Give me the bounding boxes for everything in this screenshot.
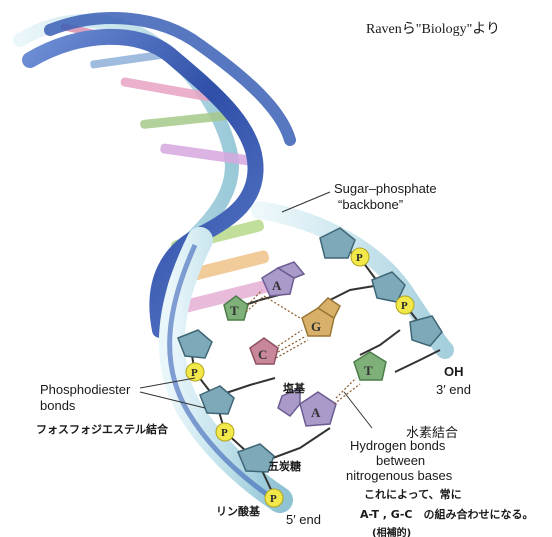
oh-label: OH xyxy=(444,364,464,379)
base-a-bottom-label: A xyxy=(311,405,321,420)
complementary-label: (相補的) xyxy=(372,528,412,537)
source-note: Ravenら"Biology"より xyxy=(366,22,501,37)
base-t-top-label: T xyxy=(230,303,239,318)
phosphate-jp-label: リン酸基 xyxy=(216,505,260,518)
base-guanine xyxy=(301,307,335,337)
three-prime-end-label: 3′ end xyxy=(436,382,471,397)
pairing-rule: A-T , G-C の組み合わせになる。 xyxy=(360,508,534,521)
base-cytosine xyxy=(249,337,279,365)
base-thymine-right xyxy=(353,351,387,381)
sugar-jp-label: 五炭糖 xyxy=(268,460,301,473)
phosphate-groups: P P P P P xyxy=(185,247,415,508)
backbone-label-line1: Sugar–phosphate xyxy=(334,181,437,196)
base-g-label: G xyxy=(311,319,321,334)
nitrogenous-bases: T A G C T A xyxy=(223,261,387,427)
five-prime-end-label: 5′ end xyxy=(286,512,321,527)
phosphate-2 xyxy=(395,295,415,315)
base-a-top-label: A xyxy=(272,278,282,293)
phosphodiester-jp-label: フォスフォジエステル結合 xyxy=(36,423,168,436)
sugar-groups xyxy=(177,227,443,473)
hydrogen-bond-label-line2: between xyxy=(376,453,426,468)
phosphodiester-label-line2: bonds xyxy=(40,398,76,413)
pairing-note: これによって、常に xyxy=(364,488,462,501)
base-t-right-label: T xyxy=(364,363,373,378)
phosphodiester-label-line1: Phosphodiester xyxy=(40,382,131,397)
hydrogen-bond-lines xyxy=(245,289,361,405)
phosphate-3 xyxy=(185,362,205,382)
phosphate-5-label: P xyxy=(270,493,277,505)
base-jp-label: 塩基 xyxy=(283,382,305,395)
base-adenine-bottom xyxy=(299,391,337,427)
phosphate-4 xyxy=(215,422,235,442)
phosphate-3-label: P xyxy=(191,367,198,379)
hydrogen-bond-label-line3: nitrogenous bases xyxy=(346,468,453,483)
base-thymine-top xyxy=(223,295,249,321)
base-c-label: C xyxy=(258,347,267,362)
phosphate-5 xyxy=(264,488,284,508)
phosphate-1 xyxy=(350,247,370,267)
phosphate-4-label: P xyxy=(221,427,228,439)
backbone-label-line2: “backbone” xyxy=(338,197,404,212)
phosphate-2-label: P xyxy=(401,300,408,312)
helix-base-pairs xyxy=(60,23,279,316)
hydrogen-bond-jp-label: 水素結合 xyxy=(406,426,459,441)
helix-front-strand xyxy=(22,28,264,338)
base-adenine-top xyxy=(261,267,295,297)
pointer-lines xyxy=(139,191,373,429)
hydrogen-bond-label-line1: Hydrogen bonds xyxy=(350,438,446,453)
phosphate-1-label: P xyxy=(356,252,363,264)
